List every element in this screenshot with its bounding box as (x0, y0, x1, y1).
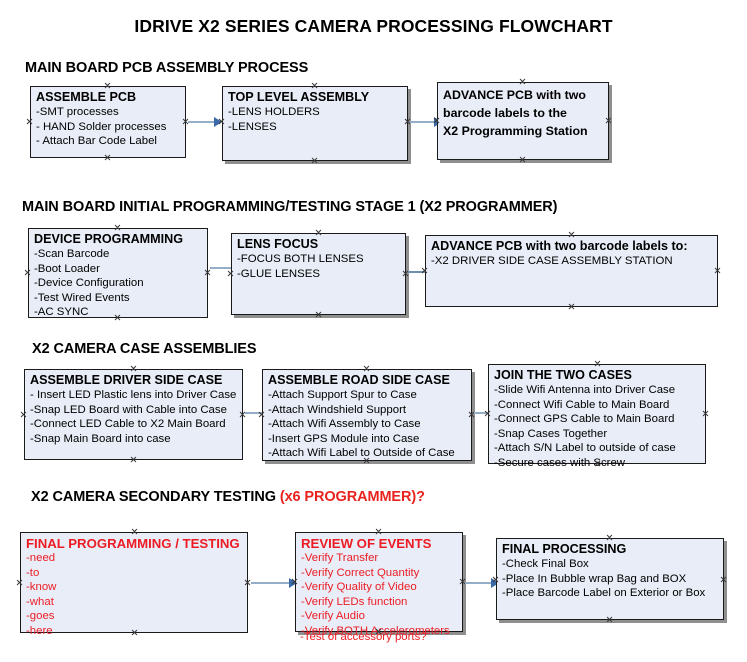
box-line: -Verify LEDs function (301, 595, 408, 608)
box-line: -Scan Barcode (34, 248, 110, 260)
box-line: barcode labels to the (443, 106, 567, 120)
box-line: -Attach Support Spur to Case (268, 389, 417, 401)
box-title: TOP LEVEL ASSEMBLY (228, 90, 370, 104)
box-line: -Attach Wifi Label to Outside of Case (268, 447, 455, 460)
box-title: DEVICE PROGRAMMING (34, 232, 184, 246)
box-line: X2 Programming Station (443, 124, 588, 138)
box-title: JOIN THE TWO CASES (494, 368, 632, 382)
box-line-overflow-test-accessory-ports: -Test of accessory ports? (300, 631, 427, 643)
section-heading-main-board-initial-programming: MAIN BOARD INITIAL PROGRAMMING/TESTING S… (22, 199, 558, 215)
box-line: -Verify Quality of Video (301, 581, 417, 594)
flow-box-assemble-road-side-case[interactable]: ASSEMBLE ROAD SIDE CASE -Attach Support … (262, 369, 472, 461)
flow-box-final-processing[interactable]: FINAL PROCESSING -Check Final Box -Place… (496, 538, 724, 620)
flow-box-assemble-pcb[interactable]: ASSEMBLE PCB -SMT processes - HAND Solde… (30, 86, 186, 158)
box-line: -Test Wired Events (34, 291, 130, 304)
box-line: -Attach Windshield Support (268, 403, 407, 416)
box-line: -Place Barcode Label on Exterior or Box (502, 587, 706, 600)
flow-box-top-level-assembly[interactable]: TOP LEVEL ASSEMBLY -LENS HOLDERS -LENSES (222, 86, 408, 161)
box-title: FINAL PROCESSING (502, 542, 627, 556)
box-line: -FOCUS BOTH LENSES (237, 253, 364, 265)
box-line: ADVANCE PCB with two (443, 88, 586, 102)
box-title: ASSEMBLE PCB (36, 90, 137, 104)
connector-arrow-final-programming-to-review-events (251, 578, 297, 588)
box-line: - HAND Solder processes (36, 120, 167, 133)
section-heading-x2-camera-case-assemblies: X2 CAMERA CASE ASSEMBLIES (32, 341, 257, 357)
flow-box-assemble-driver-side-case[interactable]: ASSEMBLE DRIVER SIDE CASE - Insert LED P… (24, 369, 243, 460)
box-line: -what (26, 595, 54, 608)
box-title: REVIEW OF EVENTS (301, 536, 432, 551)
box-line: -Verify BOTH Accelerometers (301, 624, 450, 637)
box-line: -here (26, 624, 53, 637)
box-line: -Attach Wifi Assembly to Case (268, 418, 421, 431)
flow-box-join-the-two-cases[interactable]: JOIN THE TWO CASES -Slide Wifi Antenna i… (488, 364, 706, 469)
box-title: ASSEMBLE DRIVER SIDE CASE (30, 373, 223, 387)
box-line: - Attach Bar Code Label (36, 135, 157, 148)
section-heading-text: MAIN BOARD PCB ASSEMBLY PROCESS (25, 60, 309, 76)
flow-box-final-programming-testing[interactable]: FINAL PROGRAMMING / TESTING -need -to -k… (20, 532, 248, 637)
box-line: -Connect GPS Cable to Main Board (494, 413, 675, 426)
box-line: -need (26, 552, 56, 564)
box-line: -Boot Loader (34, 262, 100, 275)
connector-arrow-assemble-pcb-to-top-level (188, 117, 222, 127)
box-title: ADVANCE PCB with two barcode labels to: (431, 239, 688, 253)
box-line: -Insert GPS Module into Case (268, 432, 420, 445)
connector-arrow-review-events-to-final-processing (465, 578, 499, 588)
box-line: -Attach S/N Label to outside of case (494, 442, 676, 455)
box-line: -SMT processes (36, 106, 119, 118)
box-line: -LENSES (228, 120, 277, 133)
box-title: FINAL PROGRAMMING / TESTING (26, 536, 240, 551)
box-line: -Verify Audio (301, 610, 365, 623)
box-line: -GLUE LENSES (237, 267, 320, 280)
section-heading-main-board-pcb-assembly: MAIN BOARD PCB ASSEMBLY PROCESS (25, 60, 308, 76)
box-line: -Connect LED Cable to X2 Main Board (30, 418, 226, 431)
box-line: -Place In Bubble wrap Bag and BOX (502, 572, 687, 585)
box-line: -know (26, 581, 57, 594)
box-line: -goes (26, 610, 55, 623)
flow-box-advance-pcb-driver-side-case[interactable]: ADVANCE PCB with two barcode labels to: … (425, 235, 718, 307)
page-title: IDRIVE X2 SERIES CAMERA PROCESSING FLOWC… (134, 16, 613, 36)
section-heading-accent: (x6 PROGRAMMER)? (279, 489, 425, 505)
box-line: -Slide Wifi Antenna into Driver Case (494, 384, 676, 396)
box-line: -LENS HOLDERS (228, 106, 320, 118)
box-title: ASSEMBLE ROAD SIDE CASE (268, 373, 450, 387)
section-heading-text: X2 CAMERA CASE ASSEMBLIES (32, 341, 257, 357)
box-line: -Device Configuration (34, 277, 144, 290)
box-line: -Secure cases with Screw (494, 456, 626, 469)
box-line: -Snap LED Board with Cable into Case (30, 403, 227, 416)
box-line: -Verify Transfer (301, 552, 379, 564)
flow-box-advance-pcb-programming-station[interactable]: ADVANCE PCB with two barcode labels to t… (437, 82, 609, 160)
box-line: -Verify Correct Quantity (301, 566, 420, 579)
box-line: -X2 DRIVER SIDE CASE ASSEMBLY STATION (431, 255, 673, 267)
box-line: -Snap Cases Together (494, 427, 608, 440)
flow-box-device-programming[interactable]: DEVICE PROGRAMMING -Scan Barcode -Boot L… (28, 228, 208, 318)
box-line: -Snap Main Board into case (30, 432, 171, 445)
section-heading-text: X2 CAMERA SECONDARY TESTING (31, 489, 280, 505)
flow-box-lens-focus[interactable]: LENS FOCUS -FOCUS BOTH LENSES -GLUE LENS… (231, 233, 406, 315)
box-line: - Insert LED Plastic lens into Driver Ca… (30, 389, 237, 401)
box-title: LENS FOCUS (237, 237, 319, 251)
section-heading-x2-camera-secondary-testing: X2 CAMERA SECONDARY TESTING (x6 PROGRAMM… (31, 489, 425, 505)
box-line: -AC SYNC (34, 306, 89, 319)
section-heading-text: MAIN BOARD INITIAL PROGRAMMING/TESTING S… (22, 199, 558, 215)
box-line: -to (26, 566, 40, 579)
box-line: -Check Final Box (502, 558, 589, 570)
flow-box-review-of-events[interactable]: REVIEW OF EVENTS -Verify Transfer -Verif… (295, 532, 463, 637)
box-line: -Connect Wifi Cable to Main Board (494, 398, 670, 411)
